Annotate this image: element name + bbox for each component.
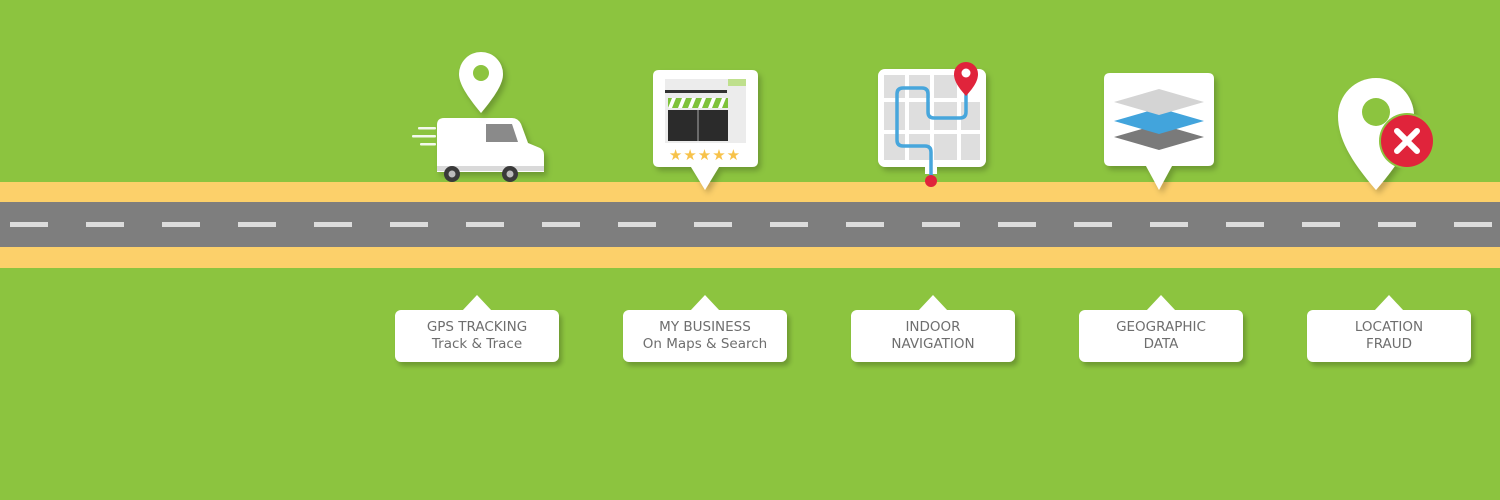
milestone-label-my-business: MY BUSINESS On Maps & Search	[623, 295, 787, 362]
map-layers-icon	[1104, 73, 1214, 190]
error-x-icon	[1379, 113, 1435, 169]
lane-mark	[86, 222, 124, 227]
lane-mark	[998, 222, 1036, 227]
lane-markings	[10, 222, 1492, 227]
milestone-title: GEOGRAPHIC	[1116, 319, 1206, 335]
milestone-label-gps-tracking: GPS TRACKING Track & Trace	[395, 295, 559, 362]
lane-mark	[1302, 222, 1340, 227]
milestone-subtitle: Track & Trace	[431, 336, 523, 352]
lane-mark	[618, 222, 656, 227]
route-start-dot	[925, 175, 937, 187]
lane-mark	[542, 222, 580, 227]
location-pin-icon	[459, 52, 503, 113]
road-surface	[0, 202, 1500, 247]
location-fraud-pin-icon	[1338, 78, 1435, 190]
lane-mark	[314, 222, 352, 227]
lane-mark	[1074, 222, 1112, 227]
lane-mark	[1150, 222, 1188, 227]
milestone-title: MY BUSINESS	[659, 319, 751, 335]
lane-mark	[1454, 222, 1492, 227]
lane-mark	[238, 222, 276, 227]
road-edge-top	[0, 182, 1500, 202]
milestone-subtitle: FRAUD	[1365, 336, 1413, 352]
milestone-subtitle: On Maps & Search	[642, 336, 768, 352]
lane-mark	[10, 222, 48, 227]
lane-mark	[390, 222, 428, 227]
destination-pin-icon	[954, 62, 978, 96]
lane-mark	[694, 222, 732, 227]
speed-lines	[412, 127, 436, 146]
milestone-title: GPS TRACKING	[426, 319, 528, 335]
lane-mark	[1226, 222, 1264, 227]
milestone-label-indoor-navigation: INDOOR NAVIGATION	[851, 295, 1015, 362]
delivery-van-icon	[412, 52, 544, 182]
road-edge-bottom	[0, 247, 1500, 268]
milestone-title: INDOOR	[905, 319, 961, 335]
lane-mark	[922, 222, 960, 227]
lane-mark	[846, 222, 884, 227]
milestone-subtitle: DATA	[1143, 336, 1179, 352]
lane-mark	[162, 222, 200, 227]
rating-stars: ★★★★★	[669, 146, 741, 164]
lane-mark	[466, 222, 504, 227]
route-path	[895, 86, 968, 180]
milestone-label-geographic-data: GEOGRAPHIC DATA	[1079, 295, 1243, 362]
indoor-map-icon	[878, 62, 986, 187]
storefront-rating-icon: ★★★★★	[653, 70, 758, 190]
lane-mark	[770, 222, 808, 227]
milestone-subtitle: NAVIGATION	[891, 336, 975, 352]
lane-mark	[1378, 222, 1416, 227]
milestone-label-location-fraud: LOCATION FRAUD	[1307, 295, 1471, 362]
milestone-title: LOCATION	[1354, 319, 1424, 335]
